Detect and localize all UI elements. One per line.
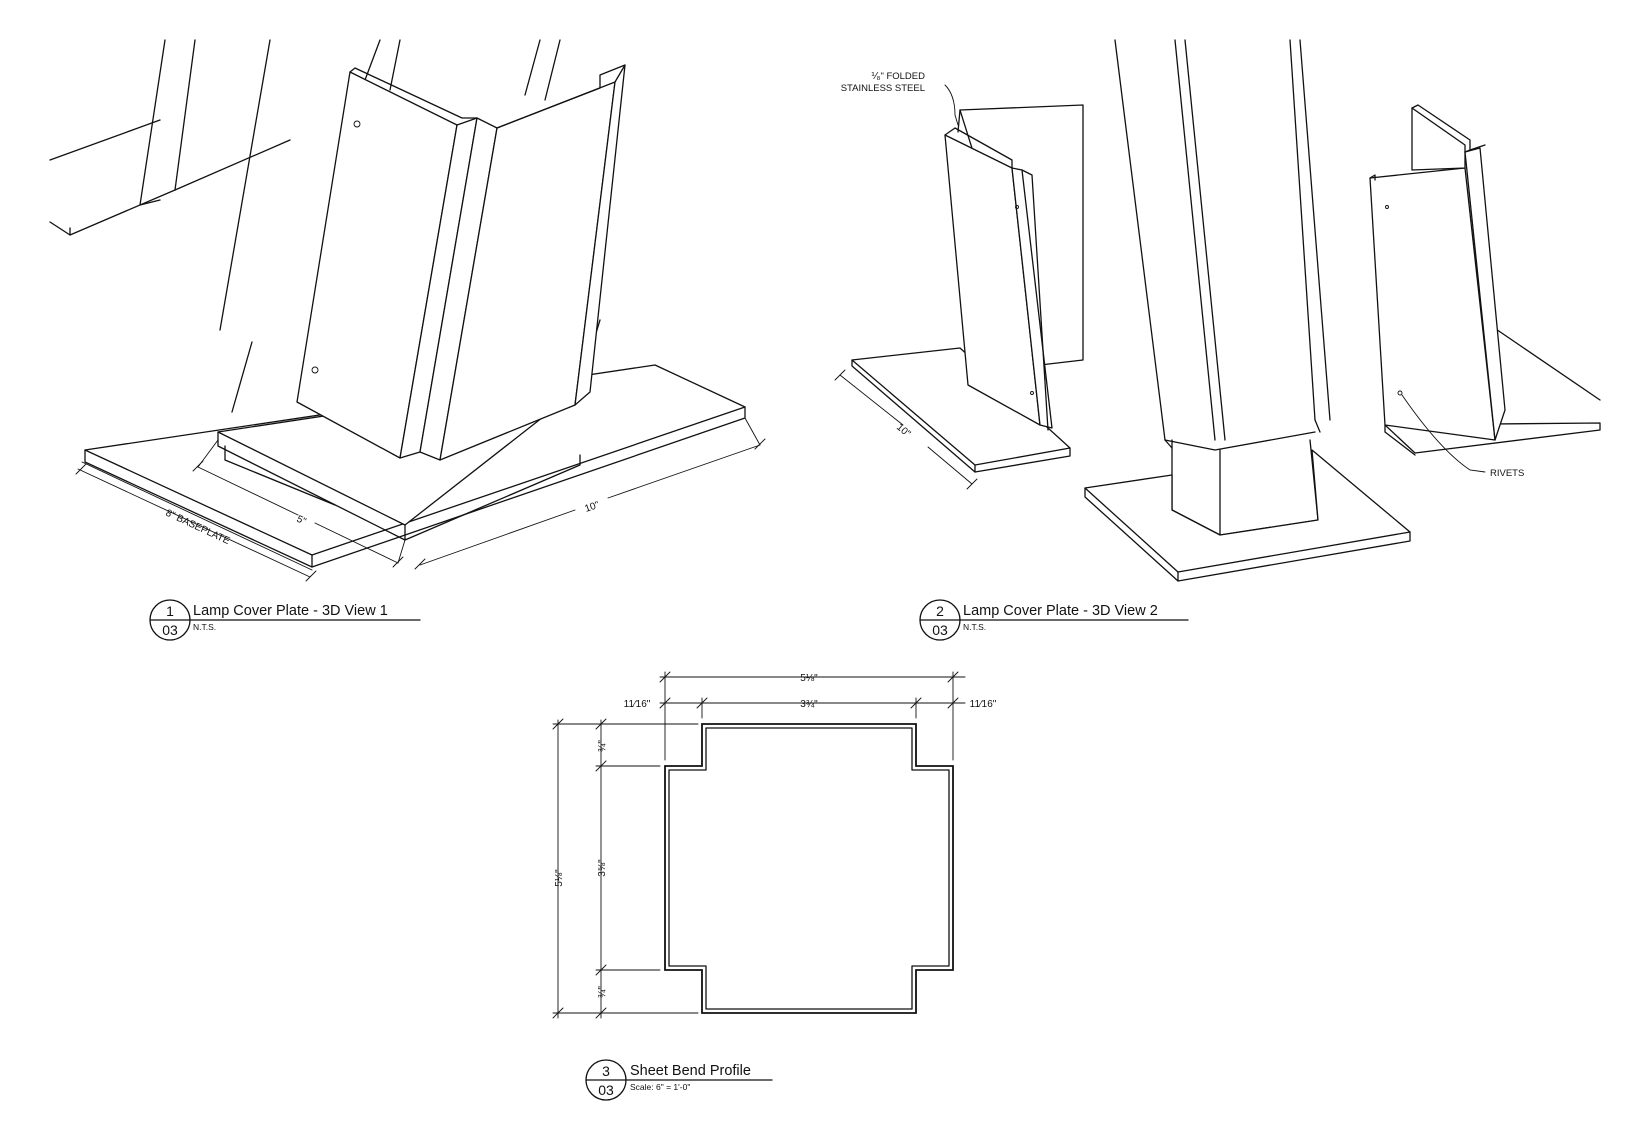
profile-bottom-notch: ¾" — [597, 986, 608, 998]
view3-title: Sheet Bend Profile — [630, 1063, 751, 1079]
view1-sheet: 03 — [162, 622, 178, 638]
view3-scale: Scale: 6" = 1'-0" — [630, 1082, 690, 1092]
profile-vertical-dims — [552, 718, 699, 1019]
view2-scale: N.T.S. — [963, 622, 986, 632]
view3-number: 3 — [602, 1063, 610, 1079]
profile-horizontal-dims — [659, 671, 966, 761]
profile-center-height: 3⅝" — [597, 859, 608, 877]
view2-folded-note-line2: STAINLESS STEEL — [841, 83, 925, 94]
view1-ten-inch-dim: 10" — [583, 500, 601, 515]
profile-overall-height: 5⅛" — [554, 869, 565, 887]
view3-title-block — [585, 1059, 773, 1101]
profile-right-flange: 11⁄16" — [970, 699, 997, 710]
view2-folded-note-line1: ⅟₈" FOLDED — [871, 71, 925, 82]
view1-title: Lamp Cover Plate - 3D View 1 — [193, 603, 388, 619]
profile-left-flange: 11⁄16" — [624, 699, 651, 710]
view2-drawing — [834, 39, 1601, 582]
view2-rivets-note: RIVETS — [1490, 468, 1524, 479]
profile-top-notch: ¾" — [597, 740, 608, 752]
view1-scale: N.T.S. — [193, 622, 216, 632]
profile-overall-width: 5⅛" — [800, 673, 818, 684]
profile-outline — [664, 723, 954, 1014]
view2-sheet: 03 — [932, 622, 948, 638]
view1-title-block — [149, 599, 421, 641]
view2-ten-inch-dim: 10" — [894, 422, 913, 440]
view1-drawing — [49, 39, 766, 582]
profile-center-width: 3¾" — [800, 699, 818, 710]
view3-sheet: 03 — [598, 1082, 614, 1098]
view2-title: Lamp Cover Plate - 3D View 2 — [963, 603, 1158, 619]
view2-title-block — [919, 599, 1189, 641]
view1-number: 1 — [166, 603, 174, 619]
view2-number: 2 — [936, 603, 944, 619]
